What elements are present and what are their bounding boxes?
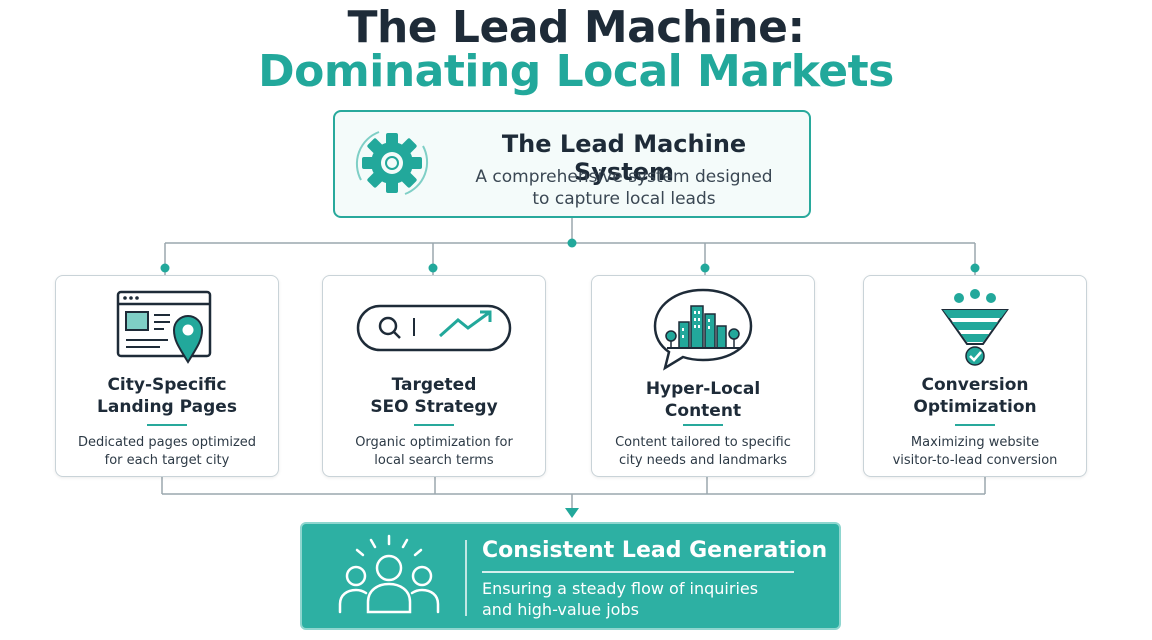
- search-trend-icon: [356, 304, 512, 352]
- system-subtitle: A comprehensive system designed to captu…: [475, 167, 773, 209]
- pillar-divider: [147, 424, 187, 426]
- funnel-check-icon: [941, 289, 1009, 366]
- pillar-title: Targeted SEO Strategy: [370, 375, 498, 417]
- pillar-card-seo-strategy: Targeted SEO Strategy Organic optimizati…: [322, 275, 546, 477]
- pillar-description: Maximizing website visitor-to-lead conve…: [892, 435, 1058, 468]
- system-title: The Lead Machine System: [501, 130, 747, 186]
- city-speech-bubble-icon: [653, 288, 753, 371]
- pillar-description: Organic optimization for local search te…: [355, 435, 513, 468]
- outcome-subtitle: Ensuring a steady flow of inquiries and …: [482, 579, 759, 619]
- pillar-title: City-Specific Landing Pages: [97, 375, 237, 417]
- outcome-rule: [482, 571, 794, 573]
- title-line-2: Dominating Local Markets: [258, 46, 894, 97]
- pillar-divider: [683, 424, 723, 426]
- pillar-card-landing-pages: City-Specific Landing Pages Dedicated pa…: [55, 275, 279, 477]
- system-box: The Lead Machine System A comprehensive …: [333, 110, 811, 218]
- pillar-title: Conversion Optimization: [913, 375, 1037, 417]
- pillar-description: Content tailored to specific city needs …: [615, 435, 791, 468]
- pillar-card-hyper-local-content: Hyper-Local Content Content tailored to …: [591, 275, 815, 477]
- title-line-1: The Lead Machine:: [347, 2, 805, 53]
- pillar-title: Hyper-Local Content: [645, 379, 761, 421]
- landing-page-location-icon: [116, 290, 212, 364]
- pillar-divider: [414, 424, 454, 426]
- pillar-description: Dedicated pages optimized for each targe…: [77, 435, 257, 468]
- outcome-divider: [465, 540, 467, 616]
- pillar-divider: [955, 424, 995, 426]
- group-people-icon: [338, 534, 440, 614]
- outcome-box: Consistent Lead Generation Ensuring a st…: [300, 522, 841, 630]
- outcome-title: Consistent Lead Generation: [482, 538, 828, 563]
- gear-icon: [355, 131, 429, 195]
- pillar-card-conversion-optimization: Conversion Optimization Maximizing websi…: [863, 275, 1087, 477]
